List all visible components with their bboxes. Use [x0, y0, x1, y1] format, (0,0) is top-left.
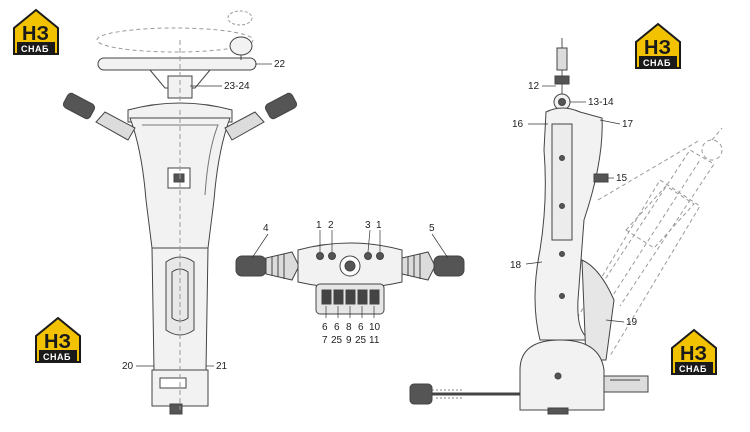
callout-8: 8: [346, 322, 352, 333]
cable-connector: [409, 383, 433, 405]
callout-9: 9: [346, 335, 352, 346]
callout-10: 10: [369, 322, 381, 333]
logo-bottom-right: НЗ СНАБ: [671, 329, 717, 376]
callout-6a: 6: [322, 322, 328, 333]
side-view-column: [409, 38, 723, 415]
tilted-column-outline: [569, 127, 723, 357]
logo-top-left: НЗ СНАБ: [13, 9, 59, 56]
callout-1b: 1: [376, 220, 382, 231]
tilt-lever: [593, 173, 609, 183]
callout-16: 16: [512, 119, 524, 130]
switch-assembly: [235, 242, 465, 315]
leaders-left: [136, 63, 272, 367]
callout-17: 17: [622, 119, 634, 130]
callout-11: 11: [369, 335, 380, 346]
front-view-column: [62, 10, 298, 415]
logo-text: СНАБ: [643, 58, 671, 68]
callout-25b: 25: [355, 335, 367, 346]
callout-22: 22: [274, 59, 286, 70]
steering-wheel-tilted: [96, 27, 254, 53]
logo-mark: НЗ: [44, 331, 71, 353]
callout-23-24: 23-24: [224, 81, 250, 92]
logo-text: СНАБ: [43, 352, 71, 362]
callout-5: 5: [429, 223, 435, 234]
logo-mark: НЗ: [22, 23, 49, 45]
callout-6b: 6: [334, 322, 340, 333]
callout-3: 3: [365, 220, 371, 231]
callout-21: 21: [216, 361, 228, 372]
callout-13-14: 13-14: [588, 97, 614, 108]
pedal: [603, 375, 649, 393]
left-bellows: [265, 251, 299, 281]
logo-top-right: НЗ СНАБ: [635, 23, 681, 70]
leaders-right: [525, 85, 625, 323]
side-base: [519, 339, 605, 411]
callout-12: 12: [528, 81, 540, 92]
callout-2: 2: [328, 220, 334, 231]
right-grip: [433, 255, 465, 277]
wheel-knob: [229, 36, 253, 56]
logo-mark: НЗ: [644, 37, 671, 59]
logo-text: СНАБ: [21, 44, 49, 54]
logo-bottom-left: НЗ СНАБ: [35, 317, 81, 364]
right-bellows: [401, 251, 435, 281]
callout-19: 19: [626, 317, 638, 328]
callout-20: 20: [122, 361, 134, 372]
callout-15: 15: [616, 173, 628, 184]
callout-4: 4: [263, 223, 269, 234]
wheel-knob-tilted: [227, 10, 253, 26]
callout-1a: 1: [316, 220, 322, 231]
left-stalk: [62, 92, 136, 141]
callout-6c: 6: [358, 322, 364, 333]
leaders-center: [251, 229, 449, 318]
callout-7: 7: [322, 335, 328, 346]
right-stalk: [224, 92, 298, 141]
logo-mark: НЗ: [680, 343, 707, 365]
left-grip: [235, 255, 267, 277]
callout-25a: 25: [331, 335, 343, 346]
wheel-hub: [167, 75, 193, 99]
callout-18: 18: [510, 260, 522, 271]
logo-text: СНАБ: [679, 364, 707, 374]
steering-wheel: [97, 57, 257, 71]
